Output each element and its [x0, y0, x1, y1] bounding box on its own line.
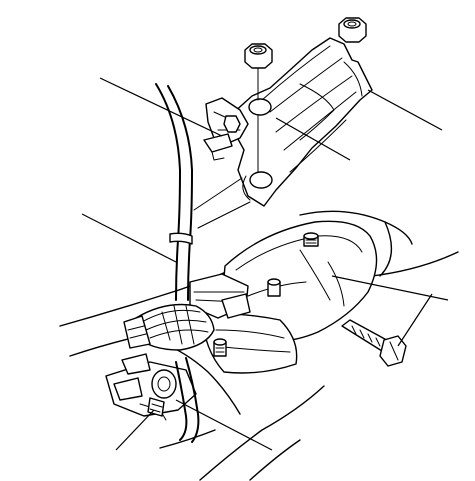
- oxygen-sensor: [123, 303, 215, 351]
- harness-lower: [175, 357, 200, 443]
- callout-leader-1: [99, 77, 223, 137]
- stud-bolt-upper: [303, 232, 319, 247]
- flange-bolt: [341, 319, 407, 367]
- sensor-clip: [203, 97, 249, 161]
- shield-nut-left: [244, 43, 273, 69]
- callout-leader-5: [331, 275, 449, 301]
- callout-leader-8: [175, 399, 273, 451]
- callout-leader-2: [367, 89, 443, 131]
- callout-leader-4: [81, 213, 177, 263]
- sensor-wire: [155, 83, 251, 301]
- callout-leader-3: [275, 117, 351, 161]
- heat-shield: [231, 37, 373, 207]
- stud-bolt-lower: [213, 338, 227, 357]
- lower-bracket: [105, 353, 197, 421]
- callout-leader-6: [397, 293, 433, 347]
- callout-leaders: [81, 77, 449, 451]
- exhaust-pipe: [159, 220, 378, 415]
- stud-bolt-middle: [267, 278, 281, 297]
- callout-leader-7: [115, 409, 155, 451]
- shield-nut-right: [338, 17, 367, 43]
